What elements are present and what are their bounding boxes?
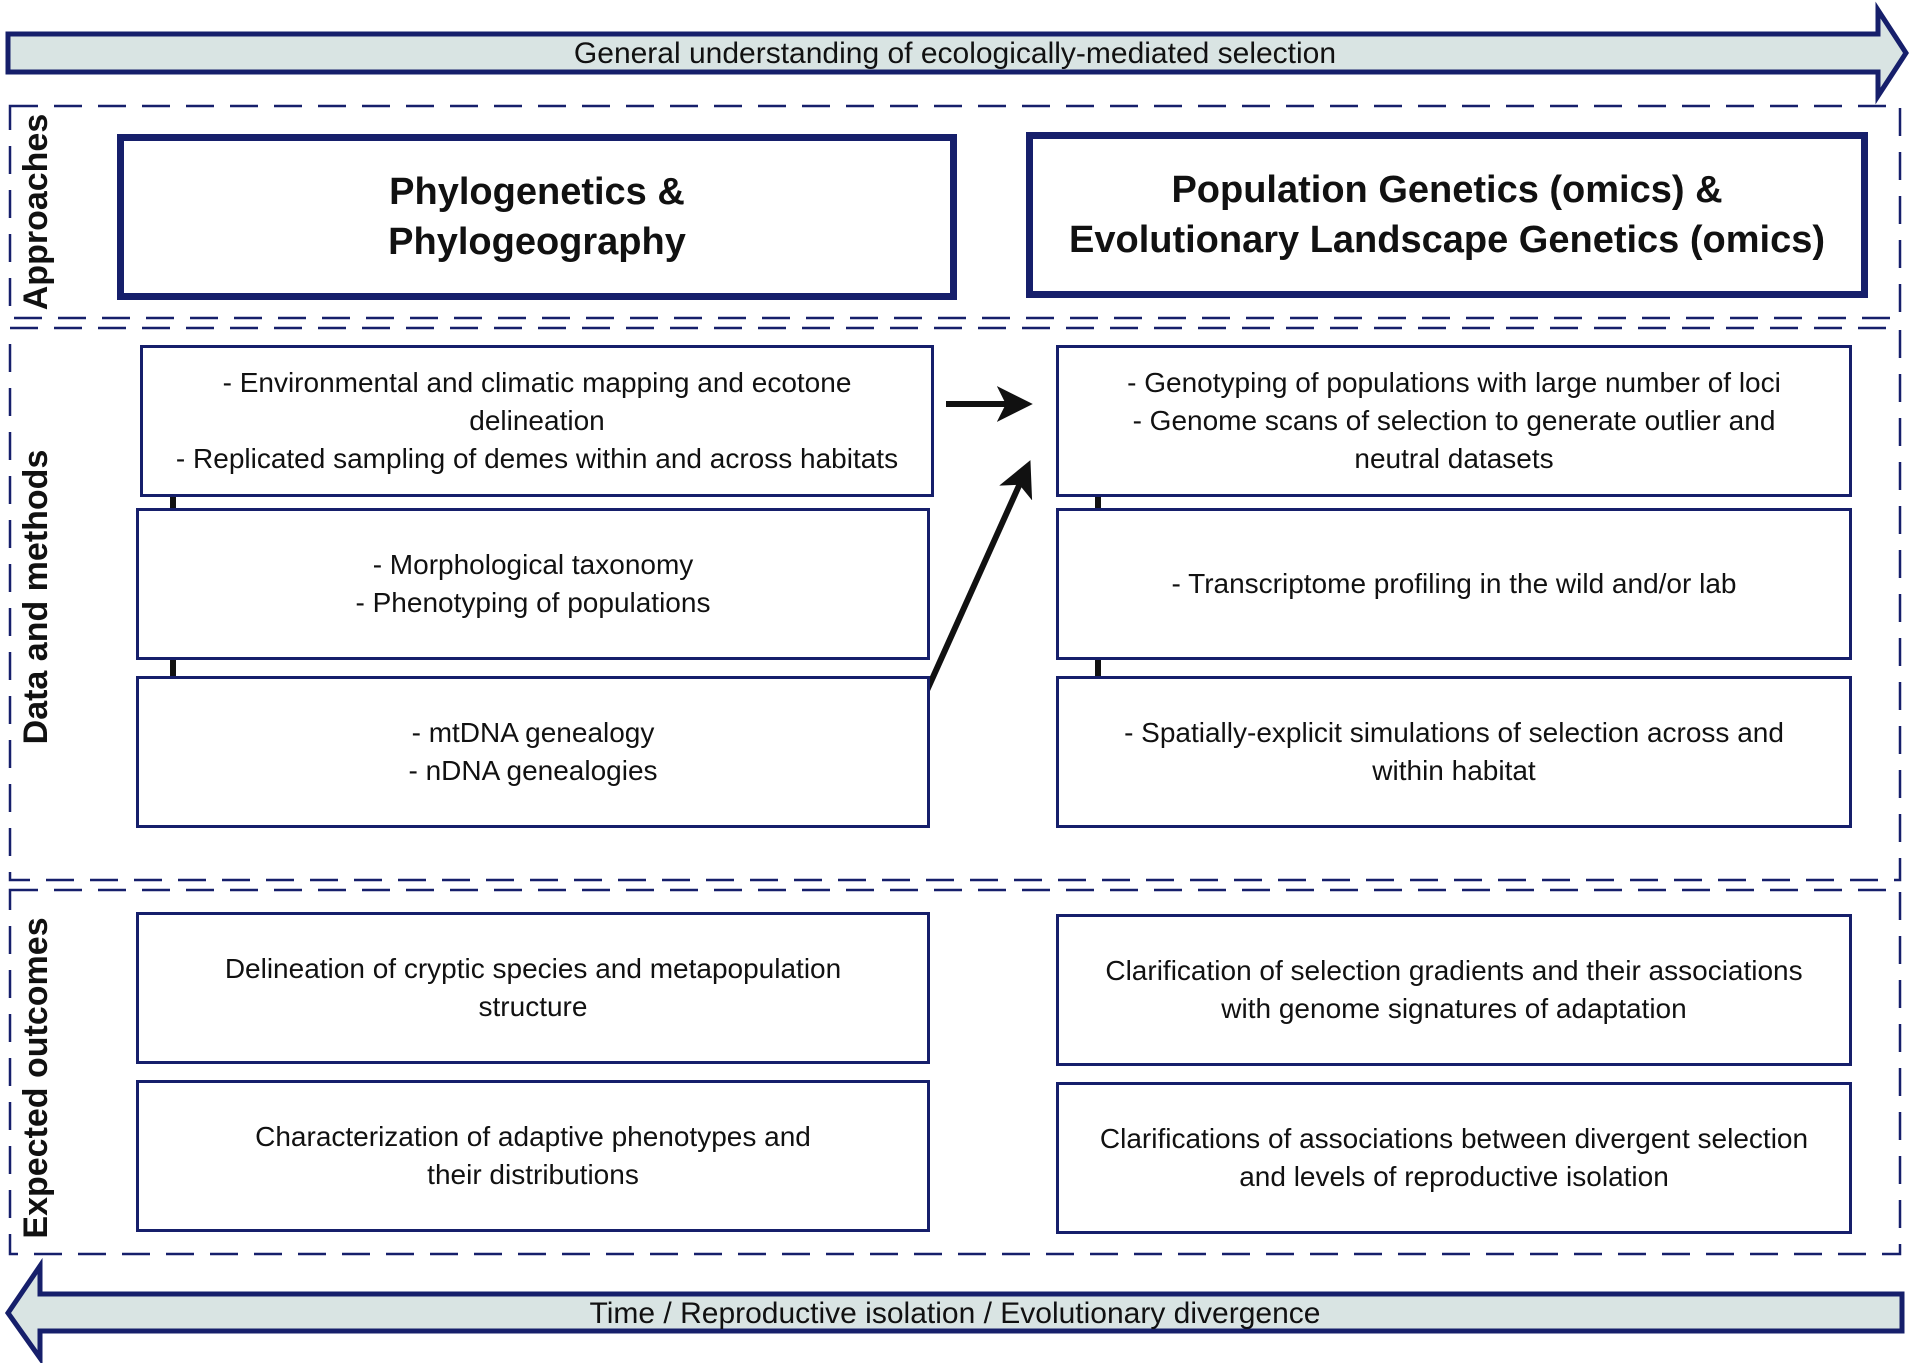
method-line: neutral datasets	[1354, 443, 1554, 474]
approach-population-genetics-box: Population Genetics (omics) & Evolutiona…	[1026, 132, 1868, 298]
method-genotyping-box: - Genotyping of populations with large n…	[1056, 345, 1852, 497]
outcome-reproductive-isolation-box: Clarifications of associations between d…	[1056, 1082, 1852, 1234]
approach-right-line: Population Genetics (omics) &	[1171, 169, 1723, 211]
method-line: - Replicated sampling of demes within an…	[175, 443, 899, 474]
approaches-frame	[8, 104, 1902, 320]
outcome-line: Clarification of selection gradients and…	[1105, 955, 1803, 986]
section-label-outcomes: Expected outcomes	[17, 917, 55, 1239]
outcome-line: Delineation of cryptic species and metap…	[224, 953, 842, 984]
section-label-approaches: Approaches	[17, 113, 55, 311]
approach-left-line: Phylogenetics &	[389, 171, 685, 213]
method-line: - nDNA genealogies	[408, 755, 658, 786]
method-line: - Genotyping of populations with large n…	[1127, 367, 1781, 398]
method-line: - Spatially-explicit simulations of sele…	[1124, 717, 1784, 748]
method-line: delineation	[469, 405, 605, 436]
approach-left-line: Phylogeography	[388, 221, 686, 263]
outcome-adaptive-phenotypes-box: Characterization of adaptive phenotypes …	[136, 1080, 930, 1232]
method-line: - Transcriptome profiling in the wild an…	[1171, 568, 1737, 599]
bottom-banner-arrow	[4, 1257, 1905, 1363]
method-line: - Environmental and climatic mapping and…	[222, 367, 852, 398]
outcome-line: with genome signatures of adaptation	[1221, 993, 1687, 1024]
method-transcriptome-box: - Transcriptome profiling in the wild an…	[1056, 508, 1852, 660]
outcome-line: and levels of reproductive isolation	[1239, 1161, 1669, 1192]
section-label-data-methods: Data and methods	[17, 449, 55, 745]
outcomes-frame	[8, 888, 1902, 1256]
top-banner-arrow	[5, 1, 1909, 105]
outcome-line: Characterization of adaptive phenotypes …	[255, 1121, 811, 1152]
method-line: - Genome scans of selection to generate …	[1132, 405, 1776, 436]
outcome-line: their distributions	[427, 1159, 639, 1190]
approach-right-line: Evolutionary Landscape Genetics (omics)	[1069, 219, 1825, 261]
outcome-cryptic-species-box: Delineation of cryptic species and metap…	[136, 912, 930, 1064]
method-morphology-box: - Morphological taxonomy - Phenotyping o…	[136, 508, 930, 660]
method-line: - mtDNA genealogy	[411, 717, 655, 748]
outcome-line: Clarifications of associations between d…	[1099, 1123, 1809, 1154]
outcome-line: structure	[478, 991, 588, 1022]
top-banner-text: General understanding of ecologically-me…	[573, 37, 1337, 70]
bottom-banner-text: Time / Reproductive isolation / Evolutio…	[589, 1297, 1321, 1330]
approach-phylogenetics-box: Phylogenetics & Phylogeography	[117, 134, 957, 300]
outcome-selection-gradients-box: Clarification of selection gradients and…	[1056, 914, 1852, 1066]
method-mapping-sampling-box: - Environmental and climatic mapping and…	[140, 345, 934, 497]
method-line: - Morphological taxonomy	[372, 549, 694, 580]
methods-frame	[8, 326, 1902, 882]
method-line: - Phenotyping of populations	[355, 587, 711, 618]
method-simulations-box: - Spatially-explicit simulations of sele…	[1056, 676, 1852, 828]
method-line: within habitat	[1372, 755, 1536, 786]
method-genealogy-box: - mtDNA genealogy - nDNA genealogies	[136, 676, 930, 828]
